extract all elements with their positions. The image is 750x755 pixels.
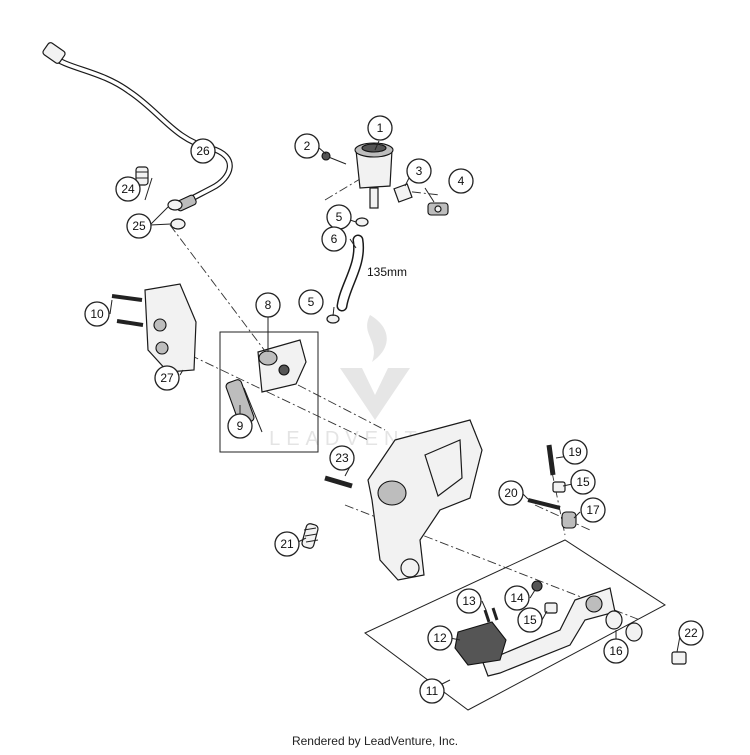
callout-27: 27 [154, 365, 180, 391]
callout-2: 2 [294, 133, 320, 159]
screw-2 [321, 151, 347, 165]
svg-text:11: 11 [426, 684, 439, 698]
callout-13: 13 [456, 588, 482, 614]
pivot-bolt-23 [324, 475, 353, 489]
spring-21 [301, 523, 319, 549]
callout-12: 12 [427, 625, 453, 651]
callout-1: 1 [367, 115, 393, 141]
svg-text:8: 8 [265, 298, 272, 312]
hose-clamp-5a [355, 217, 369, 227]
brake-pedal-11 [481, 587, 616, 677]
svg-text:24: 24 [121, 182, 135, 196]
svg-text:10: 10 [90, 307, 104, 321]
clip-3 [393, 183, 413, 203]
callout-22: 22 [678, 620, 704, 646]
clamp-4 [427, 202, 449, 216]
seal-rings-25 [167, 199, 186, 230]
callout-25: 25 [126, 213, 152, 239]
reservoir-hose-6 [336, 234, 365, 312]
callout-15a: 15 [570, 469, 596, 495]
callout-10: 10 [84, 301, 110, 327]
footer-credit: Rendered by LeadVenture, Inc. [291, 734, 459, 748]
clevis-17 [561, 511, 577, 529]
screws-13 [483, 607, 499, 623]
svg-text:14: 14 [510, 591, 524, 605]
svg-text:5: 5 [308, 295, 315, 309]
callout-14: 14 [504, 585, 530, 611]
svg-text:26: 26 [196, 144, 210, 158]
hose-clamp-5b [326, 314, 340, 324]
svg-text:15: 15 [576, 475, 590, 489]
svg-text:27: 27 [160, 371, 174, 385]
callout-19: 19 [562, 439, 588, 465]
callout-21: 21 [274, 531, 300, 557]
callout-5b: 5 [298, 289, 324, 315]
svg-text:4: 4 [458, 174, 465, 188]
master-cylinder-8 [257, 339, 307, 393]
svg-text:9: 9 [237, 419, 244, 433]
svg-text:6: 6 [331, 232, 338, 246]
reservoir-1 [354, 142, 394, 209]
nut-15b [544, 602, 558, 614]
svg-text:16: 16 [609, 644, 623, 658]
svg-text:2: 2 [304, 139, 311, 153]
measurement-label: 135mm [367, 265, 407, 279]
svg-text:23: 23 [335, 451, 349, 465]
svg-text:15: 15 [523, 613, 537, 627]
callout-6: 6 [321, 226, 347, 252]
bolts-10 [111, 294, 144, 327]
callout-4: 4 [448, 168, 474, 194]
nut-15a [552, 481, 566, 493]
callout-16: 16 [603, 638, 629, 664]
callout-20: 20 [498, 480, 524, 506]
svg-text:13: 13 [462, 594, 476, 608]
footrest-bracket [367, 419, 483, 581]
callout-5a: 5 [326, 204, 352, 230]
svg-text:17: 17 [586, 503, 600, 517]
svg-text:20: 20 [504, 486, 518, 500]
callout-17: 17 [580, 497, 606, 523]
assembly-frame-8 [219, 331, 319, 453]
callout-26: 26 [190, 138, 216, 164]
callout-3: 3 [406, 158, 432, 184]
svg-text:1: 1 [377, 121, 384, 135]
callout-9: 9 [227, 413, 253, 439]
heel-guard-27 [144, 283, 197, 373]
pin-19 [546, 444, 556, 476]
bushings-16 [605, 610, 643, 642]
screw-20 [527, 498, 561, 510]
grease-nipple-14 [531, 580, 543, 592]
callout-23: 23 [329, 445, 355, 471]
svg-text:21: 21 [280, 537, 294, 551]
callout-15b: 15 [517, 607, 543, 633]
pedal-tip-12 [454, 621, 507, 666]
svg-text:19: 19 [568, 445, 582, 459]
svg-text:25: 25 [132, 219, 146, 233]
svg-text:12: 12 [433, 631, 447, 645]
callout-24: 24 [115, 176, 141, 202]
callout-11: 11 [419, 678, 445, 704]
callout-8: 8 [255, 292, 281, 318]
svg-text:5: 5 [336, 210, 343, 224]
svg-text:22: 22 [684, 626, 698, 640]
banjo-bolt-24 [135, 166, 149, 186]
nut-22 [671, 651, 687, 665]
svg-text:3: 3 [416, 164, 423, 178]
